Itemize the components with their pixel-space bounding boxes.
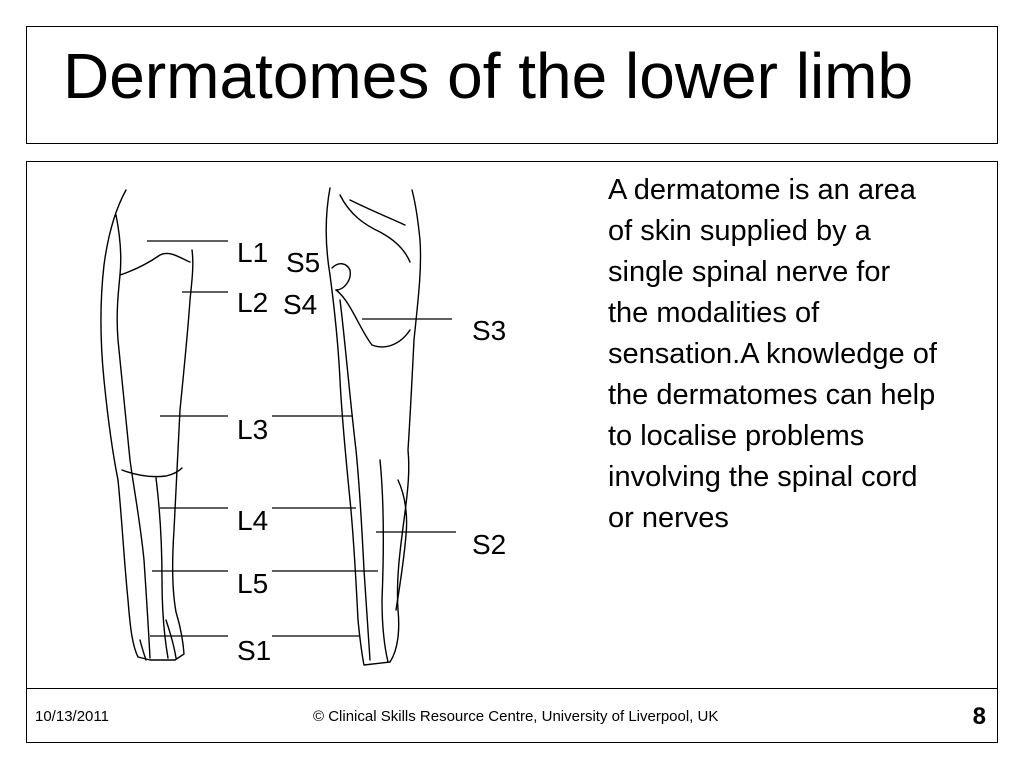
label-s5: S5 — [286, 247, 320, 278]
dermatome-description: A dermatome is an area of skin supplied … — [608, 174, 937, 534]
title-box: Dermatomes of the lower limb — [26, 26, 998, 144]
anterior-leg-outline — [100, 189, 194, 661]
leader-lines — [147, 240, 456, 637]
footer: 10/13/2011 © Clinical Skills Resource Ce… — [26, 689, 998, 743]
posterior-leg-outline — [325, 187, 422, 666]
label-s4: S4 — [283, 289, 317, 320]
footer-copyright: © Clinical Skills Resource Centre, Unive… — [313, 708, 719, 725]
label-s2: S2 — [472, 529, 506, 560]
label-l4: L4 — [237, 505, 268, 536]
label-s3: S3 — [472, 315, 506, 346]
label-l3: L3 — [237, 414, 268, 445]
label-l2: L2 — [237, 287, 268, 318]
footer-date: 10/13/2011 — [35, 708, 109, 725]
label-s1: S1 — [237, 635, 271, 666]
label-l5: L5 — [237, 568, 268, 599]
slide-title: Dermatomes of the lower limb — [63, 40, 914, 112]
page-number: 8 — [972, 703, 986, 730]
label-l1: L1 — [237, 237, 268, 268]
content-box — [26, 161, 998, 689]
